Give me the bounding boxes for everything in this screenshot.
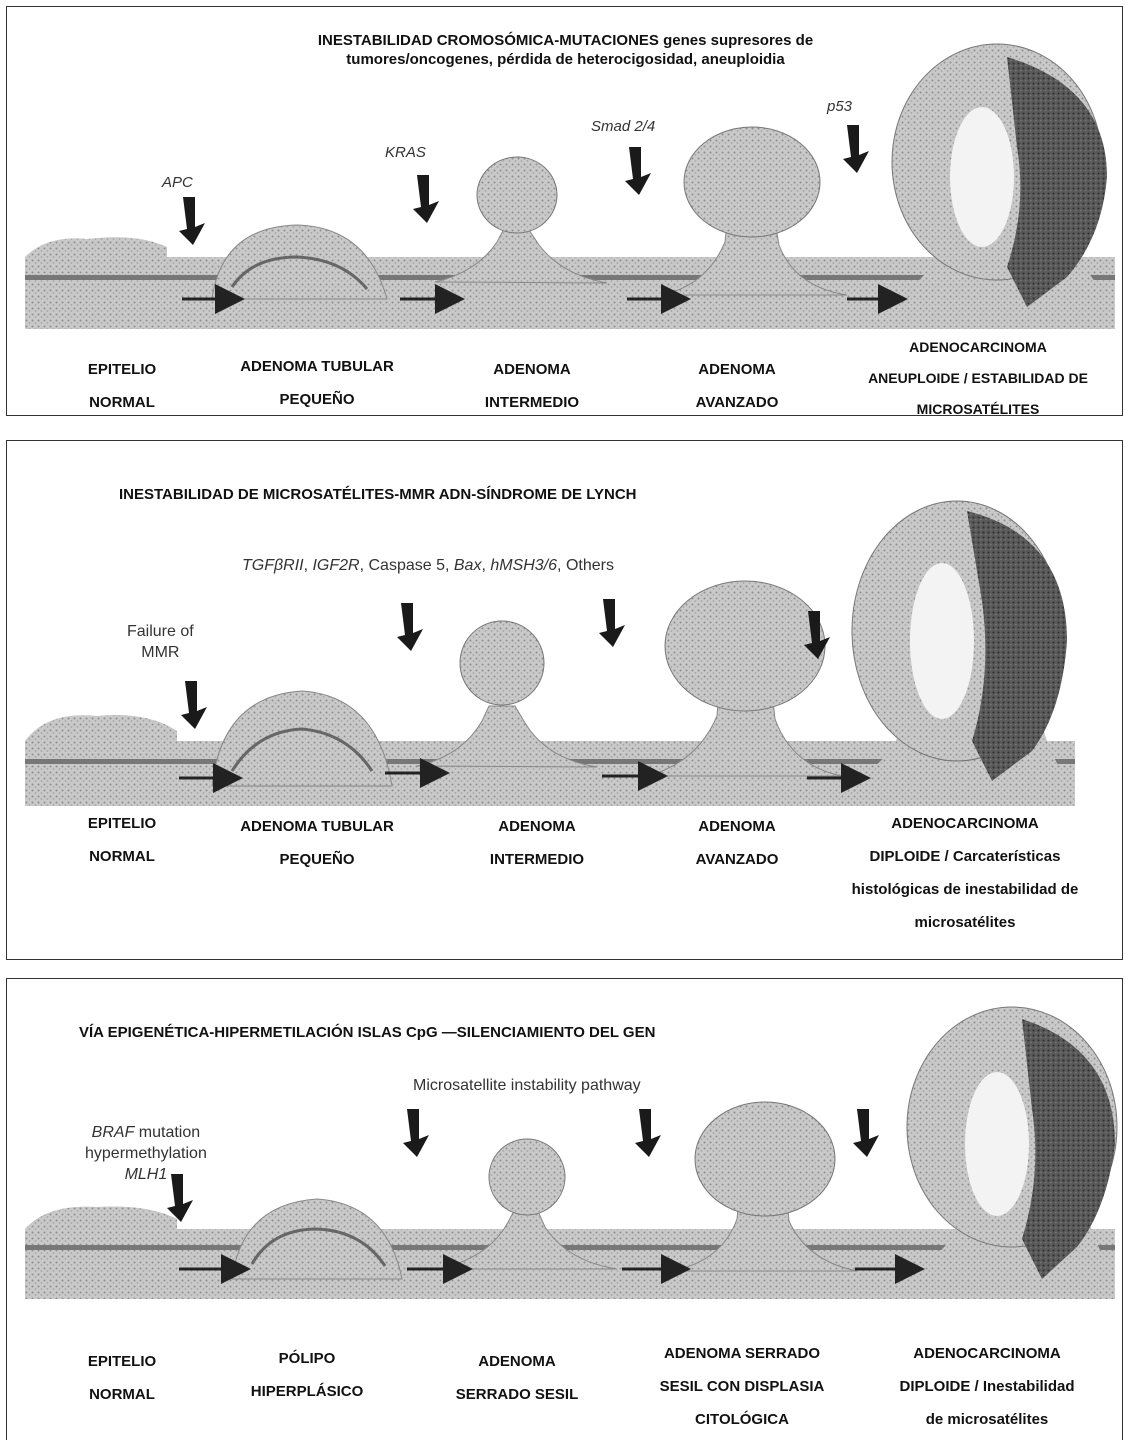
braf-mutation-label: BRAF mutation hypermethylation MLH1 [85,1122,207,1185]
stage-label-line: ADENOCARCINOMA [862,1337,1112,1370]
gene-name: hMSH3/6 [490,557,557,574]
stage-label-line: de microsatélites [862,1403,1112,1436]
mutation-arrow [853,1109,879,1157]
failure-of-mmr-label: Failure of MMR [127,621,194,663]
stage-label-line: INTERMEDIO [447,386,617,419]
normal-epithelium [25,237,167,257]
stage-label-line: PEQUEÑO [207,383,427,416]
stage-label: ADENOMA SERRADO SESIL [422,1345,612,1411]
mutation-arrow [403,1109,429,1157]
stage-label-line: EPITELIO [47,1345,197,1378]
hyperplastic-polyp [232,1199,402,1279]
normal-epithelium [25,715,177,741]
mutation-arrow [635,1109,661,1157]
stage-label-line: AVANZADO [647,843,827,876]
stage-label: ADENOMA INTERMEDIO [452,810,622,876]
stage-label: ADENOMA TUBULAR PEQUEÑO [207,350,427,416]
gene-name: BRAF [92,1124,135,1141]
stage-label-line: ANEUPLOIDE / ESTABILIDAD DE [833,363,1123,394]
mutation-arrow [413,175,439,223]
stage-label-line: ADENOCARCINOMA [807,807,1123,840]
stage-label: ADENOMA TUBULAR PEQUEÑO [207,810,427,876]
stage-label-line: PEQUEÑO [207,843,427,876]
stage-label-line: NORMAL [47,840,197,873]
stage-label-line: ADENOCARCINOMA [833,332,1123,363]
stage-label-line: DIPLOIDE / Carcaterísticas [807,840,1123,873]
stage-label: EPITELIO NORMAL [47,807,197,873]
normal-epithelium [25,1207,177,1230]
label-line: Failure of [127,621,194,642]
stage-label-line: NORMAL [47,386,197,419]
gene-label: p53 [827,97,852,116]
stage-label-line: EPITELIO [47,807,197,840]
stage-label-line: ADENOMA [647,810,827,843]
stage-label-line: ADENOMA SERRADO [627,1337,857,1370]
gene-list: TGFβRII, IGF2R, Caspase 5, Bax, hMSH3/6,… [242,556,614,575]
stage-label: ADENOCARCINOMA DIPLOIDE / Inestabilidad … [862,1337,1112,1436]
stage-label-line: CITOLÓGICA [627,1403,857,1436]
label-line: hypermethylation [85,1143,207,1164]
lumen [950,107,1014,247]
stage-label-line: ADENOMA [422,1345,612,1378]
separator: , [481,557,490,574]
small-tubular-adenoma [212,691,392,786]
label-line: MMR [127,642,194,663]
gene-label: Smad 2/4 [591,117,655,136]
stage-label-line: ADENOMA [452,810,622,843]
stage-label-line: SESIL CON DISPLASIA [627,1370,857,1403]
progression-illustration [7,7,1124,337]
stage-label-line: NORMAL [47,1378,197,1411]
mutation-arrow [599,599,625,647]
stage-label-line: MICROSATÉLITES [833,394,1123,425]
stage-label-line: ADENOMA [447,353,617,386]
mutation-arrow [843,125,869,173]
stage-label: ADENOMA AVANZADO [647,353,827,419]
panel-chromosomal-instability: INESTABILIDAD CROMOSÓMICA-MUTACIONES gen… [6,6,1123,416]
stage-label: EPITELIO NORMAL [47,353,197,419]
stage-label-line: EPITELIO [47,353,197,386]
small-tubular-adenoma [212,225,387,299]
separator: , Others [557,557,614,574]
stage-label-line: ADENOMA [647,353,827,386]
stage-label-line: SERRADO SESIL [422,1378,612,1411]
gene-name: TGFβRII [242,557,304,574]
label-line: BRAF mutation [85,1122,207,1143]
gene-name: Bax [454,557,482,574]
stage-label: PÓLIPO HIPERPLÁSICO [217,1342,397,1408]
pathway-label: Microsatellite instability pathway [413,1076,641,1095]
stage-label-line: histológicas de inestabilidad de [807,873,1123,906]
panel-microsatellite-instability: INESTABILIDAD DE MICROSATÉLITES-MMR ADN-… [6,440,1123,960]
stage-label: ADENOCARCINOMA DIPLOIDE / Carcaterística… [807,807,1123,939]
stage-label-line: ADENOMA TUBULAR [207,810,427,843]
stage-label-line: HIPERPLÁSICO [217,1375,397,1408]
gene-name: IGF2R [312,557,359,574]
stage-label: ADENOMA AVANZADO [647,810,827,876]
stage-label: EPITELIO NORMAL [47,1345,197,1411]
stage-label: ADENOCARCINOMA ANEUPLOIDE / ESTABILIDAD … [833,332,1123,425]
lumen [965,1072,1029,1216]
stage-label: ADENOMA SERRADO SESIL CON DISPLASIA CITO… [627,1337,857,1436]
stage-label-line: PÓLIPO [217,1342,397,1375]
mutation-arrow [625,147,651,195]
stage-label-line: ADENOMA TUBULAR [207,350,427,383]
gene-label: APC [162,173,193,192]
lumen [910,563,974,719]
gene-label: KRAS [385,143,426,162]
label-text: mutation [134,1124,200,1141]
panel-epigenetic-pathway: VÍA EPIGENÉTICA-HIPERMETILACIÓN ISLAS Cp… [6,978,1123,1440]
gene-name: MLH1 [125,1166,168,1183]
stage-label-line: microsatélites [807,906,1123,939]
stage-label: ADENOMA INTERMEDIO [447,353,617,419]
stage-label-line: AVANZADO [647,386,827,419]
separator: , Caspase 5, [360,557,454,574]
mutation-arrow [181,681,207,729]
label-line: MLH1 [85,1164,207,1185]
stage-label-line: INTERMEDIO [452,843,622,876]
mutation-arrow [179,197,205,245]
mutation-arrow [397,603,423,651]
stage-label-line: DIPLOIDE / Inestabilidad [862,1370,1112,1403]
